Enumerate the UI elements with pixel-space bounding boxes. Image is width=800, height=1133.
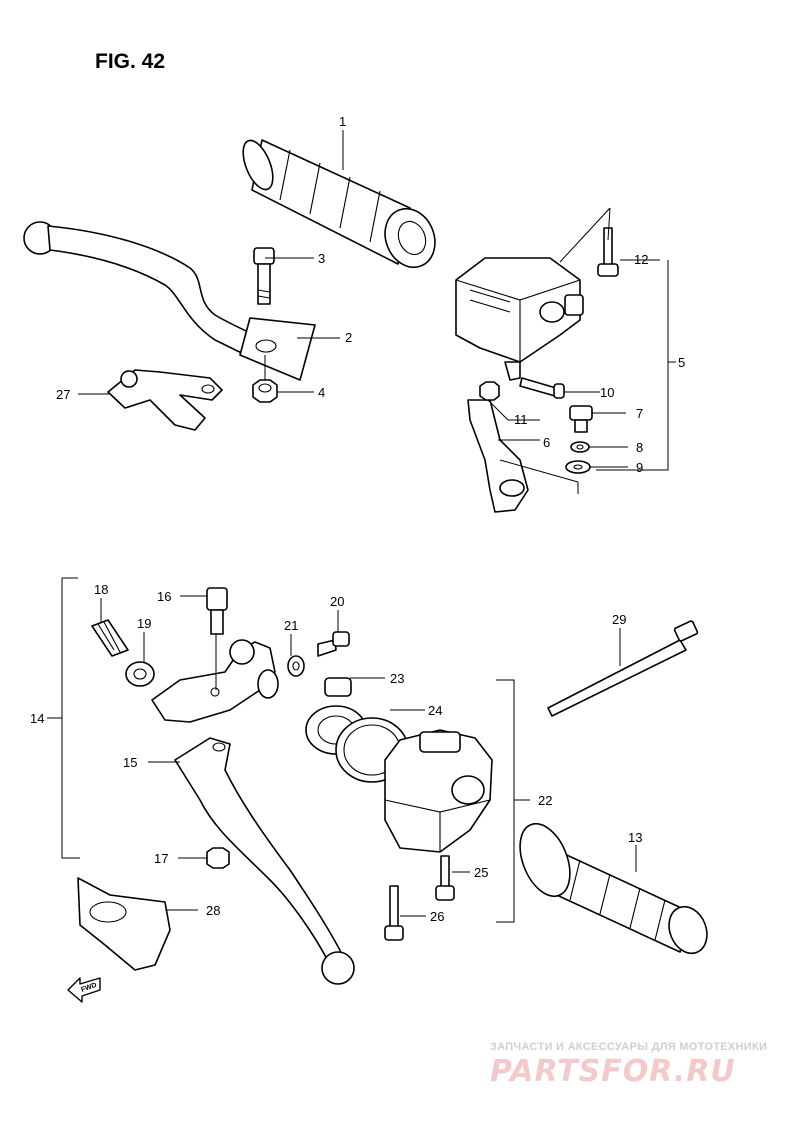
watermark-logo: PARTSFOR.RU <box>490 1054 736 1089</box>
callout-16: 16 <box>157 589 171 604</box>
locknut-part-19 <box>125 661 155 687</box>
callout-2: 2 <box>345 330 352 345</box>
switch-housing-part <box>384 729 493 853</box>
callout-13: 13 <box>628 830 642 845</box>
nut-part-11 <box>479 381 500 401</box>
lever-holder-part <box>151 639 279 723</box>
callout-12: 12 <box>634 252 648 267</box>
nut-part-4 <box>252 379 278 403</box>
callout-14: 14 <box>30 711 44 726</box>
clutch-lever-part <box>174 737 355 985</box>
callout-26: 26 <box>430 909 444 924</box>
left-grip-part <box>519 823 708 955</box>
callout-24: 24 <box>428 703 442 718</box>
nut-part-17 <box>206 847 230 869</box>
screw-part-20 <box>317 631 350 657</box>
callout-10: 10 <box>600 385 614 400</box>
watermark-caption: ЗАПЧАСТИ И АКСЕССУАРЫ ДЛЯ МОТОТЕХНИКИ <box>490 1041 768 1053</box>
screw-part-10 <box>519 377 565 399</box>
screw-part-12 <box>597 227 619 277</box>
cable-bracket-part-6 <box>467 399 529 513</box>
cable-tie-part <box>547 620 699 717</box>
callout-labels: 1 2 3 4 5 6 7 8 9 10 11 12 13 14 15 16 1… <box>30 114 685 924</box>
callout-17: 17 <box>154 851 168 866</box>
callout-5: 5 <box>678 355 685 370</box>
lever-boot-part <box>77 877 171 971</box>
callout-7: 7 <box>636 406 643 421</box>
adjuster-part-18 <box>91 619 129 657</box>
throttle-grip-part <box>242 139 436 269</box>
callout-15: 15 <box>123 755 137 770</box>
bolt-part-16 <box>206 587 228 635</box>
washer-part-8 <box>570 441 590 453</box>
washer-part-9 <box>565 460 591 474</box>
callout-18: 18 <box>94 582 108 597</box>
callout-11: 11 <box>514 412 528 427</box>
callout-6: 6 <box>543 435 550 450</box>
screw-part-26 <box>384 885 404 941</box>
figure-title: FIG. 42 <box>95 50 166 73</box>
bolt-part-3 <box>253 247 275 305</box>
callout-20: 20 <box>330 594 344 609</box>
forward-arrow-icon: FWD <box>67 977 101 1003</box>
bolt-part-7 <box>569 405 593 433</box>
throttle-housing-part <box>455 257 584 381</box>
callout-19: 19 <box>137 616 151 631</box>
callout-28: 28 <box>206 903 220 918</box>
screw-part-25 <box>435 855 455 901</box>
switch-plate-part-27 <box>107 369 223 431</box>
leader-lines <box>47 130 676 923</box>
callout-27: 27 <box>56 387 70 402</box>
brake-lever-part <box>23 221 316 381</box>
callout-22: 22 <box>538 793 552 808</box>
callout-1: 1 <box>339 114 346 129</box>
callout-29: 29 <box>612 612 626 627</box>
callout-21: 21 <box>284 618 298 633</box>
callout-3: 3 <box>318 251 325 266</box>
callout-25: 25 <box>474 865 488 880</box>
callout-4: 4 <box>318 385 325 400</box>
callout-8: 8 <box>636 440 643 455</box>
washer-part-21 <box>287 655 305 677</box>
callout-9: 9 <box>636 460 643 475</box>
callout-23: 23 <box>390 671 404 686</box>
